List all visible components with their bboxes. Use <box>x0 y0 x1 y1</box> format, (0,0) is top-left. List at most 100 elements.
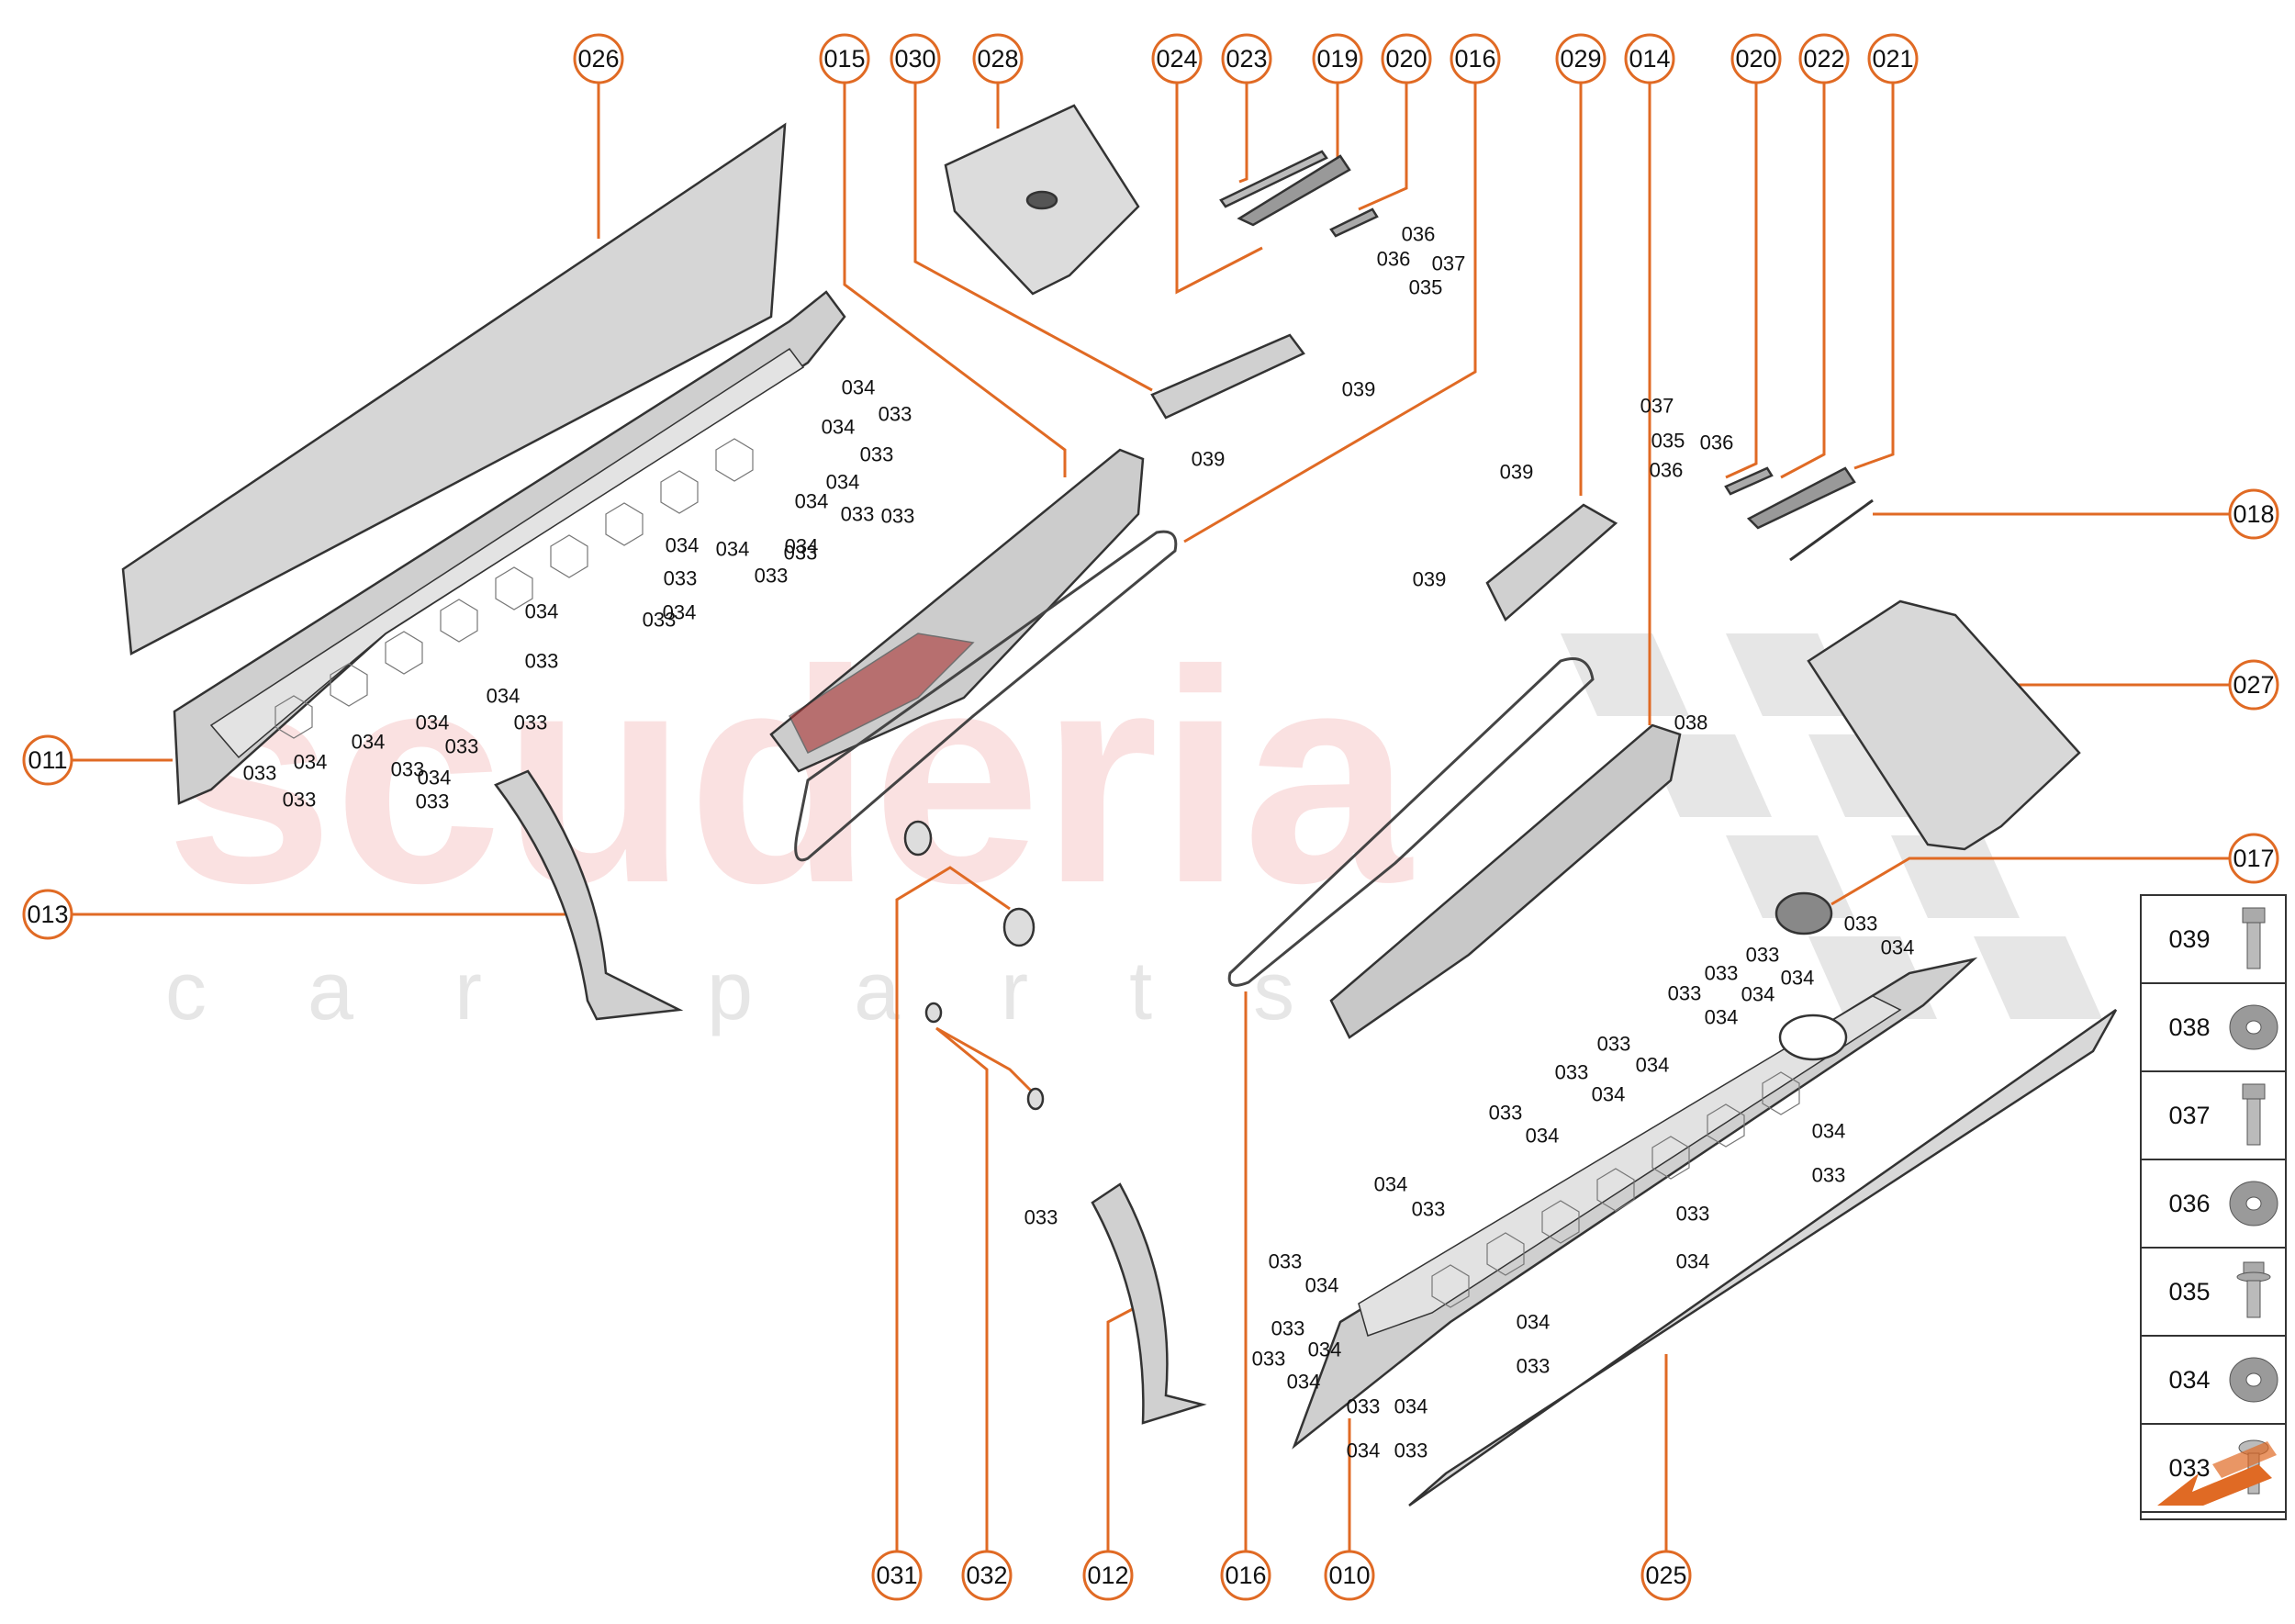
part-032-cap-2 <box>1026 1087 1045 1111</box>
part-015-detail <box>789 633 975 755</box>
fastener-number: 033 <box>841 503 875 526</box>
part-019-bracket <box>1237 154 1351 227</box>
callout-017: 017 <box>2228 833 2279 884</box>
fastener-number: 036 <box>1377 248 1411 271</box>
flange-bolt-icon <box>2236 1261 2271 1318</box>
callout-circle <box>22 889 73 940</box>
watermark-brand: scuderia <box>165 607 1413 946</box>
fastener-number: 034 <box>352 731 386 754</box>
part-013-trim <box>494 769 684 1021</box>
fastener-number: 034 <box>1705 1006 1739 1029</box>
callout-016: 016 <box>1220 1550 1271 1601</box>
callout-circle <box>819 33 870 84</box>
fastener-number: 034 <box>1781 967 1815 990</box>
callout-label: 015 <box>823 45 865 73</box>
part-028-hole <box>1025 190 1058 210</box>
callout-circle <box>1730 33 1782 84</box>
callout-027: 027 <box>2228 659 2279 711</box>
callout-label: 010 <box>1328 1562 1370 1589</box>
part-011-sill <box>173 290 846 805</box>
fastener-number: 033 <box>1271 1317 1305 1340</box>
callout-018: 018 <box>2228 488 2279 540</box>
fastener-number: 033 <box>643 609 677 632</box>
fastener-number: 036 <box>1402 223 1436 246</box>
callout-label: 018 <box>2233 500 2274 528</box>
bolt-long-icon <box>2242 1083 2266 1146</box>
fastener-number: 034 <box>1287 1371 1321 1394</box>
callout-label: 016 <box>1225 1562 1266 1589</box>
callout-label: 016 <box>1454 45 1495 73</box>
fastener-number: 034 <box>418 767 452 790</box>
legend-row-036: 036 <box>2141 1181 2286 1249</box>
part-032-cap <box>924 1002 943 1024</box>
callout-circle <box>1450 33 1501 84</box>
part-014-panel <box>1329 723 1682 1039</box>
fastener-number: 033 <box>860 443 894 466</box>
callout-012: 012 <box>1082 1550 1134 1601</box>
fastener-number: 034 <box>1347 1439 1381 1462</box>
fastener-number: 033 <box>664 567 698 590</box>
part-031-cap-2 <box>1002 907 1036 947</box>
fastener-number: 033 <box>881 505 915 528</box>
callout-circle <box>1221 33 1272 84</box>
fastener-number: 034 <box>487 685 521 708</box>
fastener-number: 035 <box>1409 276 1443 299</box>
fastener-number: 033 <box>1394 1439 1428 1462</box>
fastener-number: 037 <box>1640 395 1674 418</box>
fastener-number: 035 <box>1651 430 1685 453</box>
watermark-sub: car parts <box>165 946 1395 1037</box>
fastener-number: 033 <box>1252 1348 1286 1371</box>
legend-label: 033 <box>2168 1454 2210 1482</box>
fastener-number: 034 <box>1636 1054 1670 1077</box>
callout-031: 031 <box>871 1550 923 1601</box>
fastener-number: 033 <box>1597 1033 1631 1056</box>
fastener-number: 033 <box>514 711 548 734</box>
callout-circle <box>1082 1550 1134 1601</box>
callout-label: 011 <box>28 746 67 774</box>
callout-circle <box>1381 33 1432 84</box>
fastener-number: 034 <box>1592 1083 1626 1106</box>
part-029-vent <box>1485 503 1618 622</box>
callout-circle <box>2228 488 2279 540</box>
fastener-number: 039 <box>1192 448 1226 471</box>
fastener-number: 034 <box>1308 1338 1342 1361</box>
fastener-number: 034 <box>1812 1120 1846 1143</box>
callout-circle <box>2228 833 2279 884</box>
fastener-number: 039 <box>1342 378 1376 401</box>
fastener-number: 034 <box>826 471 860 494</box>
fastener-number: 033 <box>1024 1206 1058 1229</box>
legend-row-035: 035 <box>2141 1261 2286 1337</box>
callout-020: 020 <box>1730 33 1782 84</box>
part-017-grommet <box>1774 891 1833 935</box>
part-016-seal-upper <box>794 530 1178 862</box>
callout-label: 029 <box>1560 45 1601 73</box>
legend-label: 036 <box>2168 1190 2210 1217</box>
fastener-number: 034 <box>1517 1311 1551 1334</box>
fastener-number: 033 <box>1555 1061 1589 1084</box>
fastener-number: 039 <box>1413 568 1447 591</box>
part-018-pin <box>1789 498 1874 562</box>
callout-016: 016 <box>1450 33 1501 84</box>
exploded-view-arrow-icon <box>2157 1441 2277 1506</box>
callout-label: 020 <box>1735 45 1776 73</box>
fastener-number: 033 <box>755 565 789 588</box>
fastener-number: 033 <box>1517 1355 1551 1378</box>
part-016-seal-lower <box>1227 657 1595 987</box>
part-023-strip <box>1219 150 1328 208</box>
part-010-sill <box>1292 957 1978 1450</box>
fastener-number: 033 <box>283 789 317 812</box>
legend-label: 039 <box>2168 925 2210 953</box>
callout-030: 030 <box>890 33 941 84</box>
washer-icon <box>2229 1181 2278 1226</box>
fastener-number: 034 <box>1526 1125 1560 1148</box>
callout-circle <box>1151 33 1203 84</box>
callout-circle <box>22 734 73 786</box>
legend-row-034: 034 <box>2141 1357 2286 1425</box>
fastener-number: 033 <box>1746 944 1780 967</box>
fastener-number: 034 <box>666 534 700 557</box>
